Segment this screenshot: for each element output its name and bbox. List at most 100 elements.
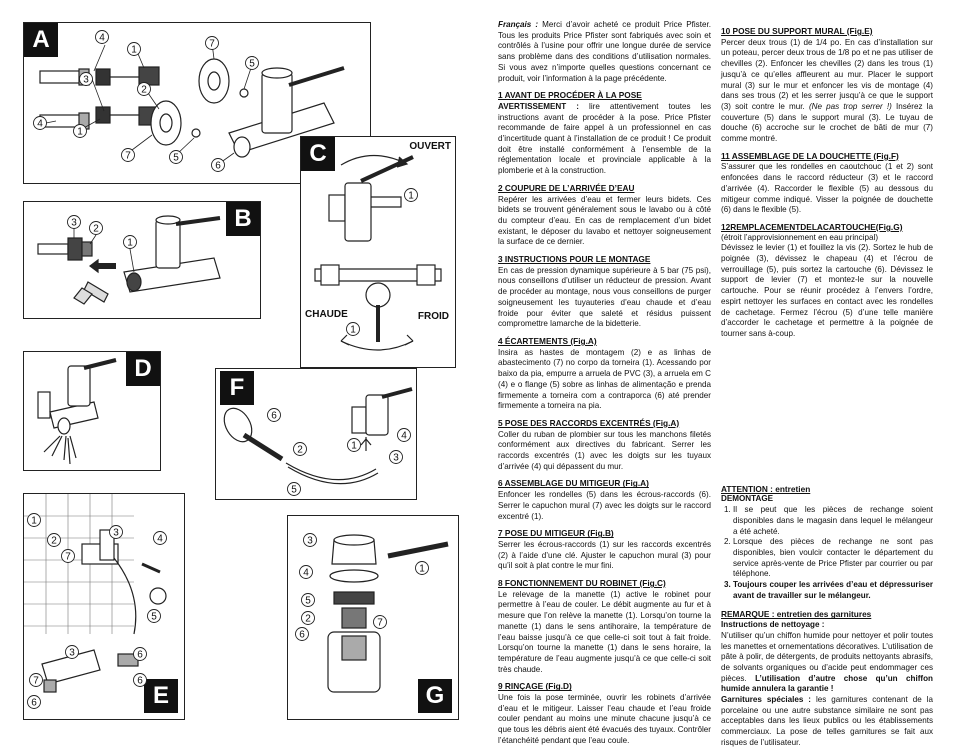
figure-e-tag: E [144, 679, 178, 713]
attention-item: Lorsque des pièces de rechange ne sont p… [733, 537, 933, 580]
figure-d: D [23, 351, 161, 471]
callout-g-3: 3 [307, 536, 313, 547]
callout-c-1: 1 [408, 191, 414, 202]
remarque-special: Garnitures spéciales : [721, 695, 811, 705]
callout-e-3: 3 [113, 528, 119, 539]
intro-lang: Français : [498, 20, 539, 29]
attention-list: Il se peut que les pièces de rechange so… [721, 505, 933, 601]
callout-b-2: 2 [93, 224, 99, 235]
attention-item: Il se peut que les pièces de rechange so… [733, 505, 933, 537]
callout-g-7: 7 [377, 618, 383, 629]
remarque-body: N’utiliser qu’un chiffon humide pour net… [721, 630, 933, 683]
s11-heading: 11 ASSEMBLAGE DE LA DOUCHETTE (Fig.F) [721, 150, 899, 161]
callout-e-7: 7 [65, 552, 71, 563]
remarque-heading: REMARQUE : entretien des garnitures [721, 609, 872, 620]
label-froid: FROID [417, 311, 449, 322]
figure-a-drawing: 4 1 7 5 3 2 4 1 7 5 6 [33, 30, 345, 172]
figure-d-tag: D [126, 352, 160, 386]
s5-body: Coller du ruban de plombier sur tous les… [498, 429, 711, 471]
figure-f: F 6 2 1 4 3 5 [215, 368, 417, 500]
figure-b-tag: B [226, 202, 260, 236]
s9-heading: 9 RINÇAGE (Fig.D) [498, 681, 572, 692]
s4-body: Insira as hastes de montagem (2) e as li… [498, 347, 711, 411]
callout-g-5: 5 [305, 596, 311, 607]
callout-a-3: 3 [83, 75, 89, 86]
callout-g-1: 1 [419, 564, 425, 575]
callout-b-1: 1 [127, 238, 133, 249]
s1-body: lire attentivement toutes les instructio… [498, 101, 711, 176]
callout-e-7b: 7 [33, 676, 39, 687]
figure-g-drawing: 3 1 4 5 2 7 6 [295, 533, 449, 693]
figure-b: B 3 2 1 [23, 201, 261, 319]
callout-g-6: 6 [299, 630, 305, 641]
s3-heading: 3 INSTRUCTIONS POUR LE MONTAGE [498, 254, 651, 265]
s8-body: Le relevage de la manette (1) active le … [498, 589, 711, 674]
callout-a-6: 6 [215, 161, 221, 172]
remarque-sub: Instructions de nettoyage : [721, 620, 825, 630]
text-column-1: Français : Merci d’avoir acheté ce produ… [498, 20, 711, 753]
figure-b-drawing: 3 2 1 [37, 215, 221, 305]
attention-sub: DEMONTAGE [721, 494, 774, 504]
s10-body: Percer deux trous (1) de 1/4 po. En cas … [721, 37, 933, 111]
callout-g-2: 2 [305, 614, 311, 625]
s10-heading: 10 POSE DU SUPPORT MURAL (Fig.E) [721, 26, 873, 36]
callout-e-5: 5 [151, 612, 157, 623]
figure-e: E 1 2 3 7 4 5 3 [23, 493, 185, 720]
callout-g-4: 4 [303, 568, 309, 579]
attention-heading: ATTENTION : entretien [721, 483, 811, 494]
figure-f-tag: F [220, 371, 254, 405]
figure-a-tag: A [24, 23, 58, 57]
attention-item: Toujours couper les arrivées d’eau et dé… [733, 580, 933, 601]
s12-sub: (étroit l’approvisionnement en eau princ… [721, 232, 879, 242]
callout-a-1b: 1 [77, 127, 83, 138]
callout-f-4: 4 [401, 431, 407, 442]
callout-e-3b: 3 [69, 648, 75, 659]
s6-heading: 6 ASSEMBLAGE DU MITIGEUR (Fig.A) [498, 478, 649, 489]
callout-e-6c: 6 [137, 676, 143, 687]
figure-c-drawing: 1 1 [314, 154, 442, 351]
s9-body: Une fois la pose terminée, ouvrir les ro… [498, 693, 711, 745]
callout-e-6b: 6 [31, 698, 37, 709]
intro-text: Merci d’avoir acheté ce produit Price Pf… [498, 20, 711, 83]
s8-heading: 8 FONCTIONNEMENT DU ROBINET (Fig.C) [498, 578, 666, 589]
figure-g-tag: G [418, 679, 452, 713]
figure-e-drawing: 1 2 3 7 4 5 3 6 7 6 6 [24, 494, 167, 709]
s11-body: S’assurer que les rondelles en caoutchou… [721, 162, 933, 215]
s4-heading: 4 ÉCARTEMENTS (Fig.A) [498, 335, 597, 346]
s6-body: Enfoncer les rondelles (5) dans les écro… [498, 490, 711, 521]
label-chaude: CHAUDE [305, 309, 348, 320]
callout-f-5: 5 [291, 485, 297, 496]
callout-a-7: 7 [209, 39, 215, 50]
column-spacer [721, 346, 933, 478]
callout-f-1: 1 [351, 441, 357, 452]
s2-body: Repérer les arrivées d’eau et fermer leu… [498, 194, 711, 247]
s7-body: Serrer les écrous-raccords (1) sur les r… [498, 539, 711, 571]
label-ouvert: OUVERT [409, 141, 451, 152]
figure-g: G 3 1 4 5 2 7 6 [287, 515, 459, 720]
s10-body-b: Insérez la couverture (5) dans le suppor… [721, 101, 933, 144]
figure-c-tag: C [301, 137, 335, 171]
callout-a-7b: 7 [125, 151, 131, 162]
figure-c: C OUVERT CHAUDE FROID 1 1 [300, 136, 456, 368]
callout-e-2: 2 [51, 536, 57, 547]
s10-italic: (Ne pas trop serrer !) [808, 101, 892, 111]
figure-f-drawing: 6 2 1 4 3 5 [223, 387, 413, 496]
s2-heading: 2 COUPURE DE L’ARRIVÉE D’EAU [498, 182, 635, 193]
callout-a-1: 1 [131, 45, 137, 56]
callout-f-6: 6 [271, 411, 277, 422]
callout-a-4: 4 [99, 33, 105, 44]
s1-warning: AVERTISSEMENT : [498, 101, 579, 111]
s1-heading: 1 AVANT DE PROCÉDER À LA POSE [498, 90, 642, 101]
text-column-2: 10 POSE DU SUPPORT MURAL (Fig.E) Percer … [721, 20, 933, 755]
figure-d-drawing [37, 358, 117, 465]
s7-heading: 7 POSE DU MITIGEUR (Fig.B) [498, 528, 614, 539]
callout-a-5b: 5 [173, 153, 179, 164]
callout-b-3: 3 [71, 218, 77, 229]
callout-e-1: 1 [31, 516, 37, 527]
s12-body: Dévissez le levier (1) et fouillez la vi… [721, 243, 933, 338]
callout-e-4: 4 [157, 534, 163, 545]
callout-a-2: 2 [141, 85, 147, 96]
s12-heading: 12REMPLACEMENTDELACARTOUCHE(Fig.G) [721, 221, 903, 232]
s3-body: En cas de pression dynamique supérieure … [498, 265, 711, 329]
callout-e-6: 6 [137, 650, 143, 661]
